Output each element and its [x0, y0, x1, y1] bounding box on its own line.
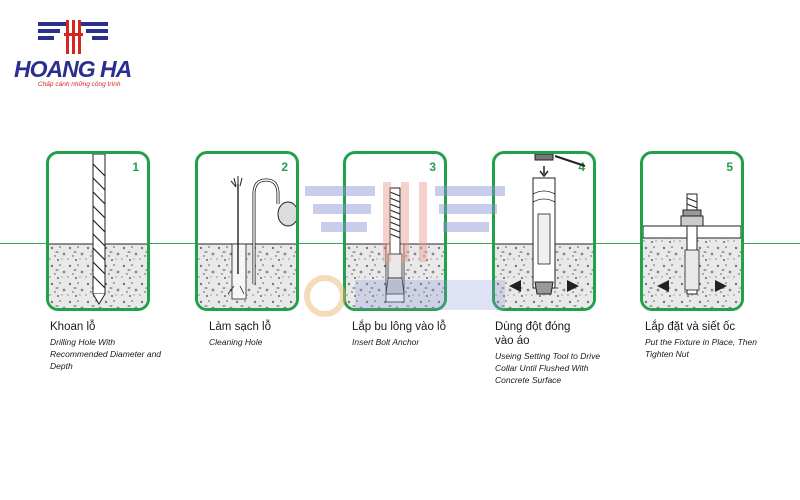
step-caption-2: Làm sạch lỗ Cleaning Hole [209, 320, 359, 348]
step-title-en: Useing Setting Tool to Drive Collar Unti… [495, 351, 601, 385]
step-title-vi: Làm sạch lỗ [209, 321, 272, 333]
step-caption-5: Lắp đặt và siết ốc Put the Fixture in Pl… [645, 320, 795, 360]
step-title-en: Cleaning Hole [209, 337, 263, 347]
logo-tagline: Chấp cánh những công trình [38, 81, 121, 88]
step-panel-2: 2 [195, 151, 299, 311]
step-number: 1 [132, 160, 139, 174]
step-caption-3: Lắp bu lông vào lỗ Insert Bolt Anchor [352, 320, 502, 348]
step-title-en: Put the Fixture in Place, Then Tighten N… [645, 337, 757, 359]
step-number: 3 [429, 160, 436, 174]
logo-mark-icon [38, 20, 108, 54]
brand-logo: HOANG HA Chấp cánh những công trình [8, 18, 138, 88]
setting-tool-illustration [495, 154, 593, 308]
logo-wordmark: HOANG HA [14, 56, 132, 82]
step-number: 4 [578, 160, 585, 174]
step-title-vi: Lắp đặt và siết ốc [645, 321, 736, 333]
step-caption-4: Dùng đột đóng vào áo Useing Setting Tool… [495, 320, 645, 386]
step-title-en: Insert Bolt Anchor [352, 337, 420, 347]
step-title-vi: Khoan lỗ [50, 321, 96, 333]
step-panel-4: 4 [492, 151, 596, 311]
step-panel-1: 1 [46, 151, 150, 311]
cleaning-illustration [198, 176, 296, 308]
step-number: 2 [281, 160, 288, 174]
insert-anchor-illustration [346, 187, 444, 308]
step-caption-1: Khoan lỗ Drilling Hole With Recommended … [50, 320, 200, 372]
drilling-illustration [49, 154, 147, 308]
step-title-en: Drilling Hole With Recommended Diameter … [50, 337, 162, 371]
step-panel-3: 3 [343, 151, 447, 311]
tighten-nut-illustration [643, 193, 741, 308]
step-number: 5 [726, 160, 733, 174]
step-title-vi: Dùng đột đóng vào áo [495, 321, 571, 347]
step-panel-5: 5 [640, 151, 744, 311]
step-title-vi: Lắp bu lông vào lỗ [352, 321, 446, 333]
